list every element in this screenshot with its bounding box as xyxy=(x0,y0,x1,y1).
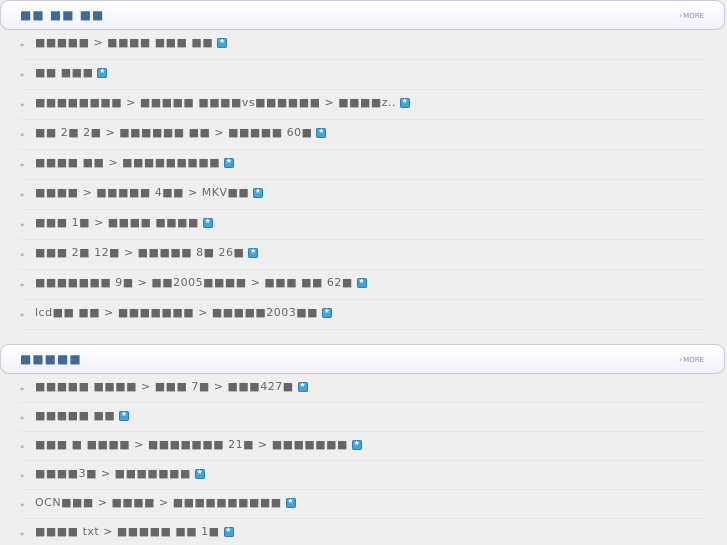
post-link[interactable]: ■■■ ■ ■■■■ > ■■■■■■■ 21■ > ■■■■■■■ xyxy=(35,438,362,451)
new-star-icon xyxy=(285,497,296,508)
more-link[interactable]: ›MORE xyxy=(679,355,704,364)
double-chevron-icon: » xyxy=(20,281,25,289)
new-star-icon xyxy=(356,277,367,288)
section-title: ■■■■■ xyxy=(20,352,82,366)
section-title: ■■ ■■ ■■ xyxy=(20,8,105,22)
new-star-icon xyxy=(316,127,327,138)
list-item: » ■■ 2■ 2■ > ■■■■■■ ■■ > ■■■■■ 60■ xyxy=(20,120,705,150)
double-chevron-icon: » xyxy=(20,501,25,509)
post-link[interactable]: ■■■■■■■■ > ■■■■■ ■■■■vs■■■■■■ > ■■■■z.. xyxy=(35,96,411,109)
list-item: » ■■■■■■■ 9■ > ■■2005■■■■ > ■■■ ■■ 62■ xyxy=(20,270,705,300)
new-star-icon xyxy=(224,157,235,168)
list-item: » ■■■■3■ > ■■■■■■■ xyxy=(20,461,705,490)
chevron-right-icon: › xyxy=(678,11,683,20)
post-link[interactable]: ■■■■■ ■■■■ > ■■■ 7■ > ■■■427■ xyxy=(35,380,308,393)
double-chevron-icon: » xyxy=(20,191,25,199)
post-link[interactable]: ■■■■3■ > ■■■■■■■ xyxy=(35,467,205,480)
post-link[interactable]: ■■■■■■■ 9■ > ■■2005■■■■ > ■■■ ■■ 62■ xyxy=(35,276,367,289)
section-header-2: ■■■■■ ›MORE xyxy=(0,344,725,374)
list-item: » OCN■■■ > ■■■■ > ■■■■■■■■■■ xyxy=(20,490,705,519)
new-star-icon xyxy=(217,37,228,48)
double-chevron-icon: » xyxy=(20,101,25,109)
new-star-icon xyxy=(194,468,205,479)
post-link[interactable]: ■■■■ txt > ■■■■■ ■■ 1■ xyxy=(35,525,234,538)
list-item: » ■■■ ■ ■■■■ > ■■■■■■■ 21■ > ■■■■■■■ xyxy=(20,432,705,461)
double-chevron-icon: » xyxy=(20,251,25,259)
list-item: » ■■■ 2■ 12■ > ■■■■■ 8■ 26■ xyxy=(20,240,705,270)
double-chevron-icon: » xyxy=(20,221,25,229)
list-item: » ■■■■ > ■■■■■ 4■■ > MKV■■ xyxy=(20,180,705,210)
post-list-1: » ■■■■■ > ■■■■ ■■■ ■■ » ■■ ■■■ » ■■■■■■■■ >… xyxy=(0,30,727,330)
list-item: » ■■■■ ■■ > ■■■■■■■■■ xyxy=(20,150,705,180)
list-item: » lcd■■ ■■ > ■■■■■■■ > ■■■■■2003■■ xyxy=(20,300,705,330)
double-chevron-icon: » xyxy=(20,311,25,319)
new-star-icon xyxy=(119,410,130,421)
post-link[interactable]: ■■■■■ > ■■■■ ■■■ ■■ xyxy=(35,36,228,49)
double-chevron-icon: » xyxy=(20,414,25,422)
list-item: » ■■■■■ ■■ xyxy=(20,403,705,432)
new-star-icon xyxy=(322,307,333,318)
double-chevron-icon: » xyxy=(20,131,25,139)
double-chevron-icon: » xyxy=(20,71,25,79)
new-star-icon xyxy=(253,187,264,198)
list-item: » ■■ ■■■ xyxy=(20,60,705,90)
double-chevron-icon: » xyxy=(20,472,25,480)
new-star-icon xyxy=(248,247,259,258)
post-link[interactable]: ■■■ 2■ 12■ > ■■■■■ 8■ 26■ xyxy=(35,246,259,259)
new-star-icon xyxy=(202,217,213,228)
list-item: » ■■■■■ > ■■■■ ■■■ ■■ xyxy=(20,30,705,60)
list-item: » ■■■■■ ■■■■ > ■■■ 7■ > ■■■427■ xyxy=(20,374,705,403)
post-link[interactable]: OCN■■■ > ■■■■ > ■■■■■■■■■■ xyxy=(35,496,296,509)
post-link[interactable]: ■■■■■ ■■ xyxy=(35,409,130,422)
post-link[interactable]: ■■ 2■ 2■ > ■■■■■■ ■■ > ■■■■■ 60■ xyxy=(35,126,327,139)
double-chevron-icon: » xyxy=(20,530,25,538)
post-link[interactable]: ■■ ■■■ xyxy=(35,66,108,79)
new-star-icon xyxy=(97,67,108,78)
section-header-1: ■■ ■■ ■■ ›MORE xyxy=(0,0,725,30)
post-link[interactable]: ■■■■ > ■■■■■ 4■■ > MKV■■ xyxy=(35,186,264,199)
chevron-right-icon: › xyxy=(678,355,683,364)
more-label: MORE xyxy=(683,356,704,364)
post-link[interactable]: ■■■ 1■ > ■■■■ ■■■■ xyxy=(35,216,213,229)
post-link[interactable]: lcd■■ ■■ > ■■■■■■■ > ■■■■■2003■■ xyxy=(35,306,333,319)
new-star-icon xyxy=(223,526,234,537)
list-item: » ■■■■■■■■ > ■■■■■ ■■■■vs■■■■■■ > ■■■■z.. xyxy=(20,90,705,120)
double-chevron-icon: » xyxy=(20,161,25,169)
new-star-icon xyxy=(297,381,308,392)
double-chevron-icon: » xyxy=(20,443,25,451)
list-item: » ■■■ 1■ > ■■■■ ■■■■ xyxy=(20,210,705,240)
new-star-icon xyxy=(351,439,362,450)
more-label: MORE xyxy=(683,12,704,20)
post-link[interactable]: ■■■■ ■■ > ■■■■■■■■■ xyxy=(35,156,235,169)
post-list-2: » ■■■■■ ■■■■ > ■■■ 7■ > ■■■427■ » ■■■■■ ■■… xyxy=(0,374,727,545)
more-link[interactable]: ›MORE xyxy=(679,11,704,20)
new-star-icon xyxy=(400,97,411,108)
double-chevron-icon: » xyxy=(20,385,25,393)
list-item: » ■■■■ txt > ■■■■■ ■■ 1■ xyxy=(20,519,705,545)
double-chevron-icon: » xyxy=(20,41,25,49)
